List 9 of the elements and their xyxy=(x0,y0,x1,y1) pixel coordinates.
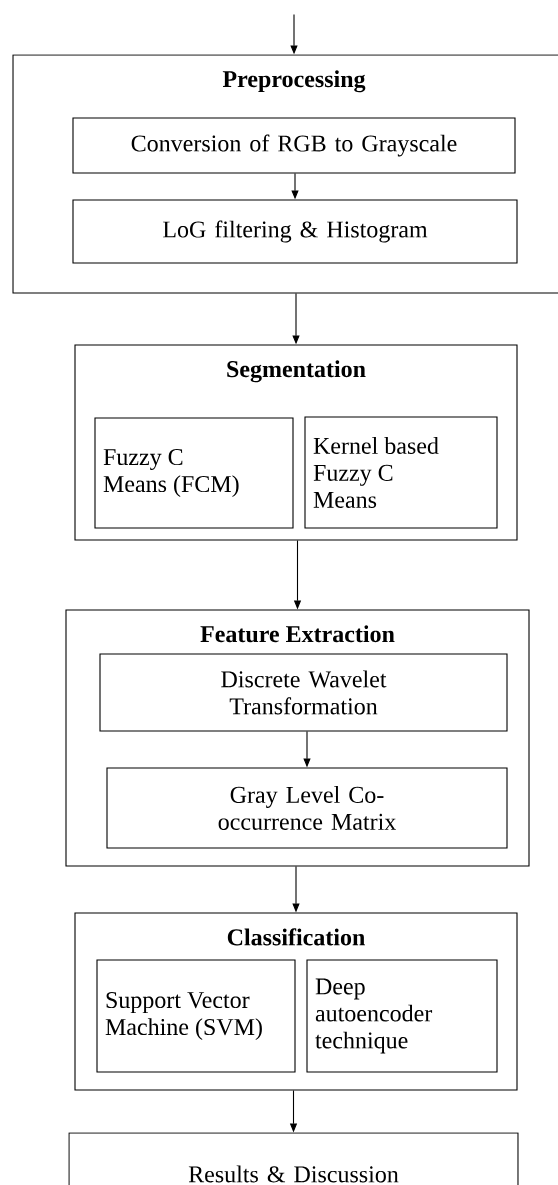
process-box: Results & Discussion xyxy=(68,1132,519,1185)
process-box: Kernel based Fuzzy C Means xyxy=(304,416,498,529)
process-box: Support Vector Machine (SVM) xyxy=(96,959,296,1073)
process-box: Discrete Wavelet Transformation xyxy=(99,653,508,732)
process-box: Fuzzy C Means (FCM) xyxy=(94,417,294,529)
process-box: Conversion of RGB to Grayscale xyxy=(72,117,516,174)
process-box: Deep autoencoder technique xyxy=(306,959,498,1073)
process-box: LoG filtering & Histogram xyxy=(72,199,518,264)
process-box: Gray Level Co-occurrence Matrix xyxy=(106,767,508,849)
